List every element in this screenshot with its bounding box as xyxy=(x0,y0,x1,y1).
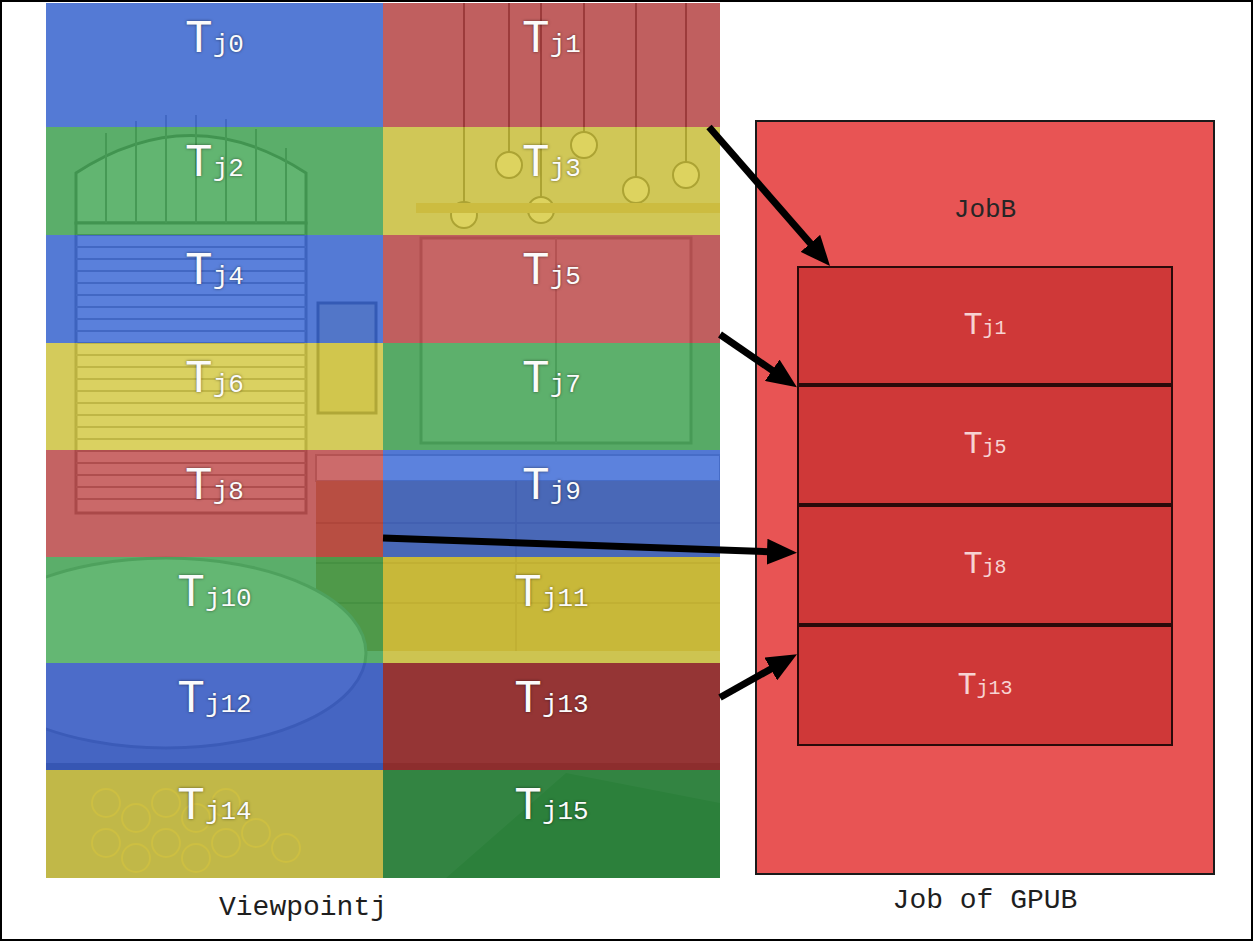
image-tile: Tj14 xyxy=(46,770,383,878)
image-tile: Tj12 xyxy=(46,663,383,770)
assignment-arrow xyxy=(383,538,775,552)
image-tile: Tj15 xyxy=(383,770,720,878)
job-title: JobB xyxy=(757,197,1213,223)
tile-label: Tj13 xyxy=(383,677,720,723)
tile-label: Tj1 xyxy=(383,17,720,63)
image-tile: Tj7 xyxy=(383,343,720,450)
tile-label: Tj12 xyxy=(46,677,383,723)
tile-label: Tj1 xyxy=(963,310,1006,342)
tile-label: Tj7 xyxy=(383,357,720,403)
job-tile-box: Tj8 xyxy=(797,505,1173,625)
image-tile: Tj3 xyxy=(383,127,720,235)
tile-label: Tj0 xyxy=(46,17,383,63)
tile-label: Tj8 xyxy=(46,464,383,510)
tile-label: Tj5 xyxy=(963,429,1006,461)
tile-label: Tj15 xyxy=(383,784,720,830)
image-tile: Tj11 xyxy=(383,557,720,663)
job-tile-box: Tj5 xyxy=(797,385,1173,505)
floor xyxy=(46,763,720,878)
tile-label: Tj14 xyxy=(46,784,383,830)
tile-label: Tj3 xyxy=(383,141,720,187)
tile-label: Tj13 xyxy=(957,670,1012,702)
tile-label: Tj8 xyxy=(963,549,1006,581)
viewpoint-image: ViewpointjTj0Tj1Tj2Tj3Tj4Tj5Tj6Tj7Tj8Tj9… xyxy=(46,3,720,878)
image-tile: Tj0 xyxy=(46,3,383,127)
image-tile: Tj10 xyxy=(46,557,383,663)
tile-label: Tj5 xyxy=(383,249,720,295)
job-tile-box: Tj1 xyxy=(797,266,1173,385)
tile-label: Tj2 xyxy=(46,141,383,187)
tile-label: Tj9 xyxy=(383,464,720,510)
assignment-arrow xyxy=(720,665,778,697)
tile-label: Tj4 xyxy=(46,249,383,295)
image-tile: Tj4 xyxy=(46,235,383,343)
image-tile: Tj13 xyxy=(383,663,720,770)
image-tile: Tj8 xyxy=(46,450,383,557)
wall xyxy=(46,3,383,763)
gpu-job-box: JobBJob of GPUBTj1Tj5Tj8Tj13 xyxy=(755,120,1215,875)
tile-label: Tj6 xyxy=(46,357,383,403)
wall xyxy=(383,3,720,473)
assignment-arrow xyxy=(709,127,816,249)
tile-label: Tj10 xyxy=(46,571,383,617)
image-tile: Tj9 xyxy=(383,450,720,557)
assignment-arrow xyxy=(720,335,779,375)
photo-ground xyxy=(46,3,720,878)
image-tile: Tj1 xyxy=(383,3,720,127)
viewpoint-label: Viewpointj xyxy=(6,894,600,922)
job-tile-box: Tj13 xyxy=(797,625,1173,746)
image-tile: Tj5 xyxy=(383,235,720,343)
tile-label: Tj11 xyxy=(383,571,720,617)
job-caption: Job of GPUB xyxy=(757,887,1213,915)
image-tile: Tj2 xyxy=(46,127,383,235)
image-tile: Tj6 xyxy=(46,343,383,450)
